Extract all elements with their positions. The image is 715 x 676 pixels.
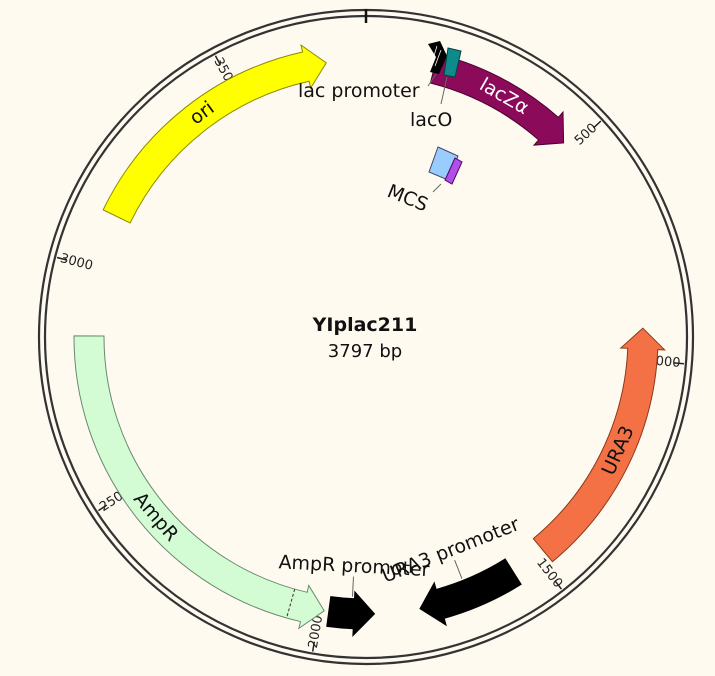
- tick-mark-1500: [554, 580, 563, 590]
- mcs-site: [444, 157, 463, 185]
- ura3-promoter-leader: [454, 559, 463, 579]
- tick-mark-500: [592, 120, 602, 129]
- lacza-arrow[interactable]: [429, 53, 565, 146]
- laco-label: lacO: [410, 109, 452, 131]
- tick-label-1500: 1500: [533, 556, 565, 591]
- ampr-divider: [286, 588, 296, 619]
- ampr-promoter-arrow[interactable]: [326, 590, 376, 637]
- ura3-promoter-arrow[interactable]: [419, 558, 522, 627]
- ura3-arrow[interactable]: [532, 327, 666, 563]
- tick-mark-3000: [56, 256, 67, 261]
- ampr-promoter-leader: [351, 576, 354, 597]
- tick-mark-1000: [673, 362, 684, 365]
- lac-promoter-arrow: [428, 41, 447, 74]
- laco-box[interactable]: [443, 47, 462, 78]
- lac-promoter-label: lac promoter: [298, 80, 420, 102]
- plasmid-size: 3797 bp: [328, 341, 402, 362]
- lac-promoter-leader: [427, 73, 437, 87]
- lac-promoter-feature[interactable]: [428, 41, 447, 74]
- tick-mark-2000: [311, 641, 316, 652]
- tick-mark-2500: [97, 504, 108, 512]
- tick-label-3000: 3000: [59, 251, 95, 274]
- ori-arrow[interactable]: [102, 43, 327, 224]
- ampr-arrow[interactable]: [73, 335, 325, 630]
- laco-leader: [440, 76, 448, 105]
- plasmid-name: YIplac211: [312, 314, 418, 336]
- mcs-leader: [432, 183, 442, 193]
- mcs-feature[interactable]: [428, 146, 463, 185]
- tick-label-2000: 2000: [306, 614, 326, 649]
- mcs-label: MCS: [384, 180, 431, 216]
- tick-mark-3500: [214, 55, 221, 65]
